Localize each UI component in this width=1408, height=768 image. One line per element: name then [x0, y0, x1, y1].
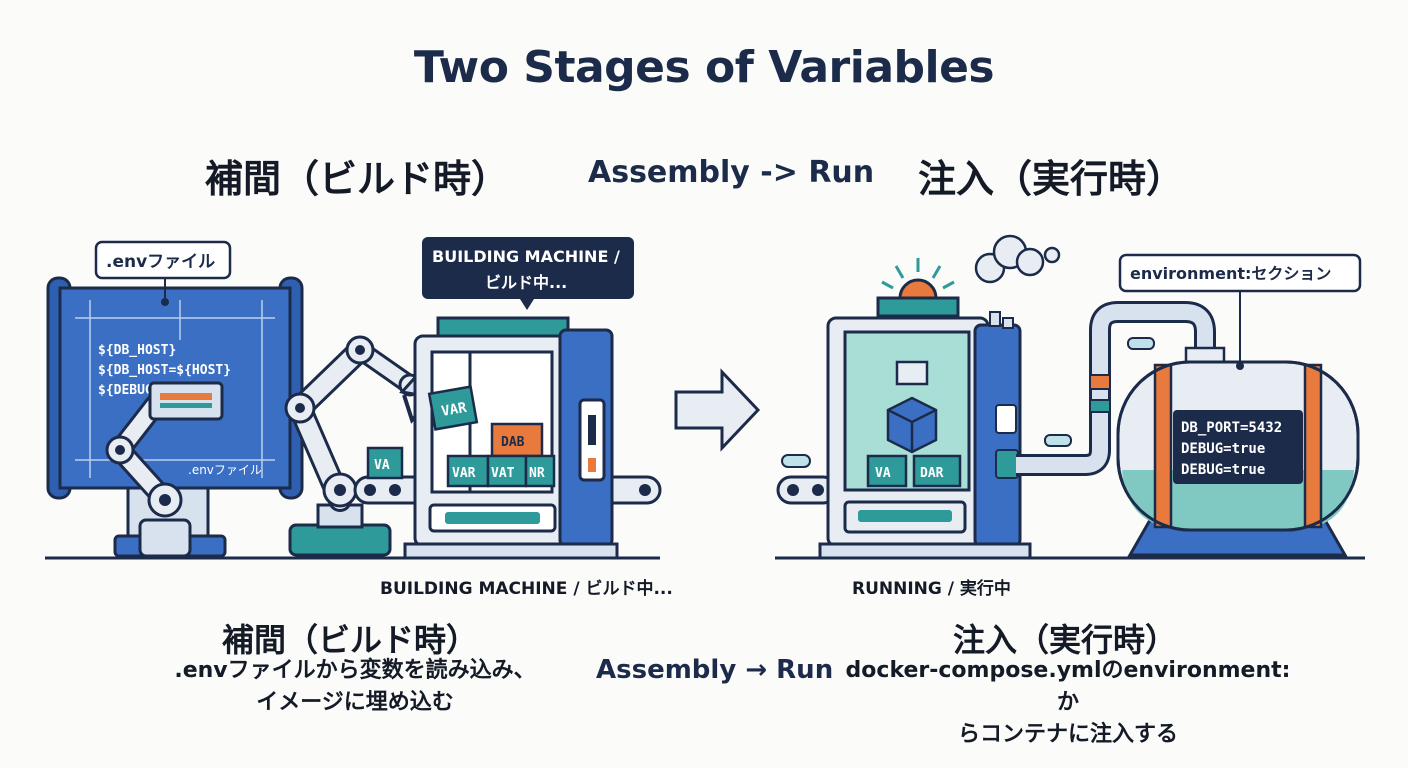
container-tank [1116, 290, 1360, 557]
machine-sign-line-1: BUILDING MACHINE / [432, 247, 620, 266]
env-file-tag [94, 240, 232, 280]
block-var-held [427, 385, 479, 431]
run-block-dar [912, 454, 962, 488]
scanner-robot-arm [105, 381, 224, 558]
transition-arrow-icon [674, 368, 761, 452]
block-va-label: VA [374, 458, 390, 473]
run-time-subheading: 注入（実行時） [952, 621, 1177, 659]
injection-pipe [1016, 301, 1226, 476]
block-va [366, 446, 404, 480]
block-var-held-label: VAR [440, 400, 468, 420]
block-vat-label: VAT [491, 466, 515, 481]
blueprint-footer: .envファイル [188, 463, 262, 477]
run-desc-line-1: docker-compose.ymlのenvironment:か [845, 658, 1291, 715]
run-caption: RUNNING / 実行中 [852, 579, 1011, 599]
block-dab [490, 422, 544, 458]
environment-section-label: environment:セクション [1130, 264, 1331, 283]
run-desc-line-2: らコンテナに注入する [957, 722, 1178, 747]
run-time-heading: 注入（実行時） [918, 157, 1185, 201]
build-desc-line-1: .envファイルから変数を読み込み、 [174, 658, 536, 683]
machine-sign-line-2: ビルド中... [485, 273, 567, 292]
run-block-dar-label: DAR [920, 466, 944, 481]
blueprint-line-2: ${DB_HOST=${HOST} [98, 363, 231, 378]
build-time-description: .envファイルから変数を読み込み、 イメージに埋め込む [150, 655, 560, 719]
run-block-va-label: VA [875, 466, 891, 481]
steam-cloud-icon [974, 234, 1061, 284]
blueprint-line-1: ${DB_HOST} [98, 343, 176, 358]
tank-line-3: DEBUG=true [1181, 462, 1265, 478]
block-nr [524, 454, 556, 488]
run-block-va [866, 454, 908, 488]
build-time-subheading: 補間（ビルド時） [221, 621, 478, 659]
assembly-run-caption: Assembly → Run [596, 655, 834, 685]
env-file-label: .envファイル [106, 252, 215, 272]
assembly-robot-arm [284, 335, 441, 557]
tank-line-2: DEBUG=true [1181, 441, 1265, 457]
block-var-label: VAR [452, 466, 476, 481]
machine-sign [422, 237, 634, 299]
build-caption: BUILDING MACHINE / ビルド中... [380, 579, 673, 599]
build-desc-line-2: イメージに埋め込む [256, 690, 454, 715]
run-conveyor [776, 454, 838, 505]
building-machine [403, 316, 619, 560]
page-title: Two Stages of Variables [413, 42, 995, 93]
tank-line-1: DB_PORT=5432 [1181, 420, 1282, 436]
blueprint-line-3: ${DEBUG [98, 383, 153, 398]
block-dab-label: DAB [501, 435, 525, 450]
block-nr-label: NR [529, 466, 545, 481]
build-time-heading: 補間（ビルド時） [205, 157, 510, 201]
running-machine [818, 258, 1032, 560]
assembly-run-heading: Assembly -> Run [588, 155, 875, 190]
run-time-description: docker-compose.ymlのenvironment:か らコンテナに注… [838, 655, 1298, 751]
environment-section-tag [1118, 253, 1362, 293]
